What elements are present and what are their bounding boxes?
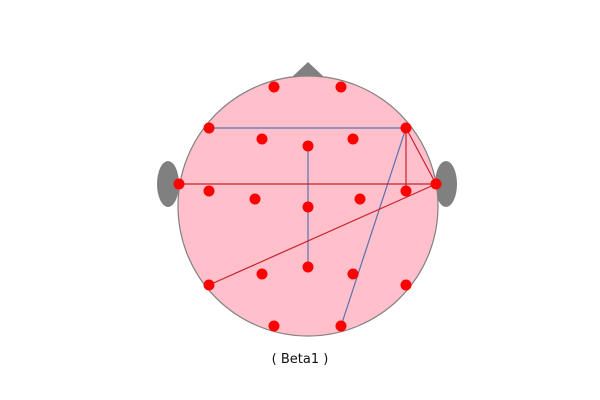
electrode-markers bbox=[173, 81, 442, 332]
right-ear-shape bbox=[435, 161, 457, 207]
connection-F8-O2 bbox=[340, 127, 407, 327]
electrode-F4 bbox=[347, 133, 359, 145]
connection-T5-T4 bbox=[208, 183, 437, 286]
electrode-Pz bbox=[302, 261, 314, 273]
connection-F8-T4 bbox=[405, 127, 437, 185]
electrode-Cz bbox=[302, 201, 314, 213]
electrode-O2 bbox=[335, 320, 347, 332]
electrode-T4 bbox=[430, 178, 442, 190]
electrode-F3 bbox=[256, 133, 268, 145]
connection-lines bbox=[179, 127, 437, 327]
electrode-P4 bbox=[347, 268, 359, 280]
electrode-Fp2 bbox=[335, 81, 347, 93]
left-ear-shape bbox=[157, 161, 179, 207]
electrode-C3b bbox=[249, 193, 261, 205]
electrode-F7 bbox=[203, 122, 215, 134]
electrode-P3 bbox=[256, 268, 268, 280]
band-caption: ( Beta1 ) bbox=[271, 352, 329, 367]
electrode-T3 bbox=[173, 178, 185, 190]
electrode-T6 bbox=[400, 279, 412, 291]
electrode-Fp1 bbox=[268, 81, 280, 93]
electrode-F8 bbox=[400, 122, 412, 134]
electrode-C4b bbox=[400, 185, 412, 197]
electrode-O1 bbox=[268, 320, 280, 332]
electrode-C3 bbox=[203, 185, 215, 197]
electrode-T5 bbox=[203, 279, 215, 291]
nose-shape bbox=[292, 62, 324, 77]
electrode-Fz bbox=[302, 140, 314, 152]
electrode-C4 bbox=[354, 193, 366, 205]
